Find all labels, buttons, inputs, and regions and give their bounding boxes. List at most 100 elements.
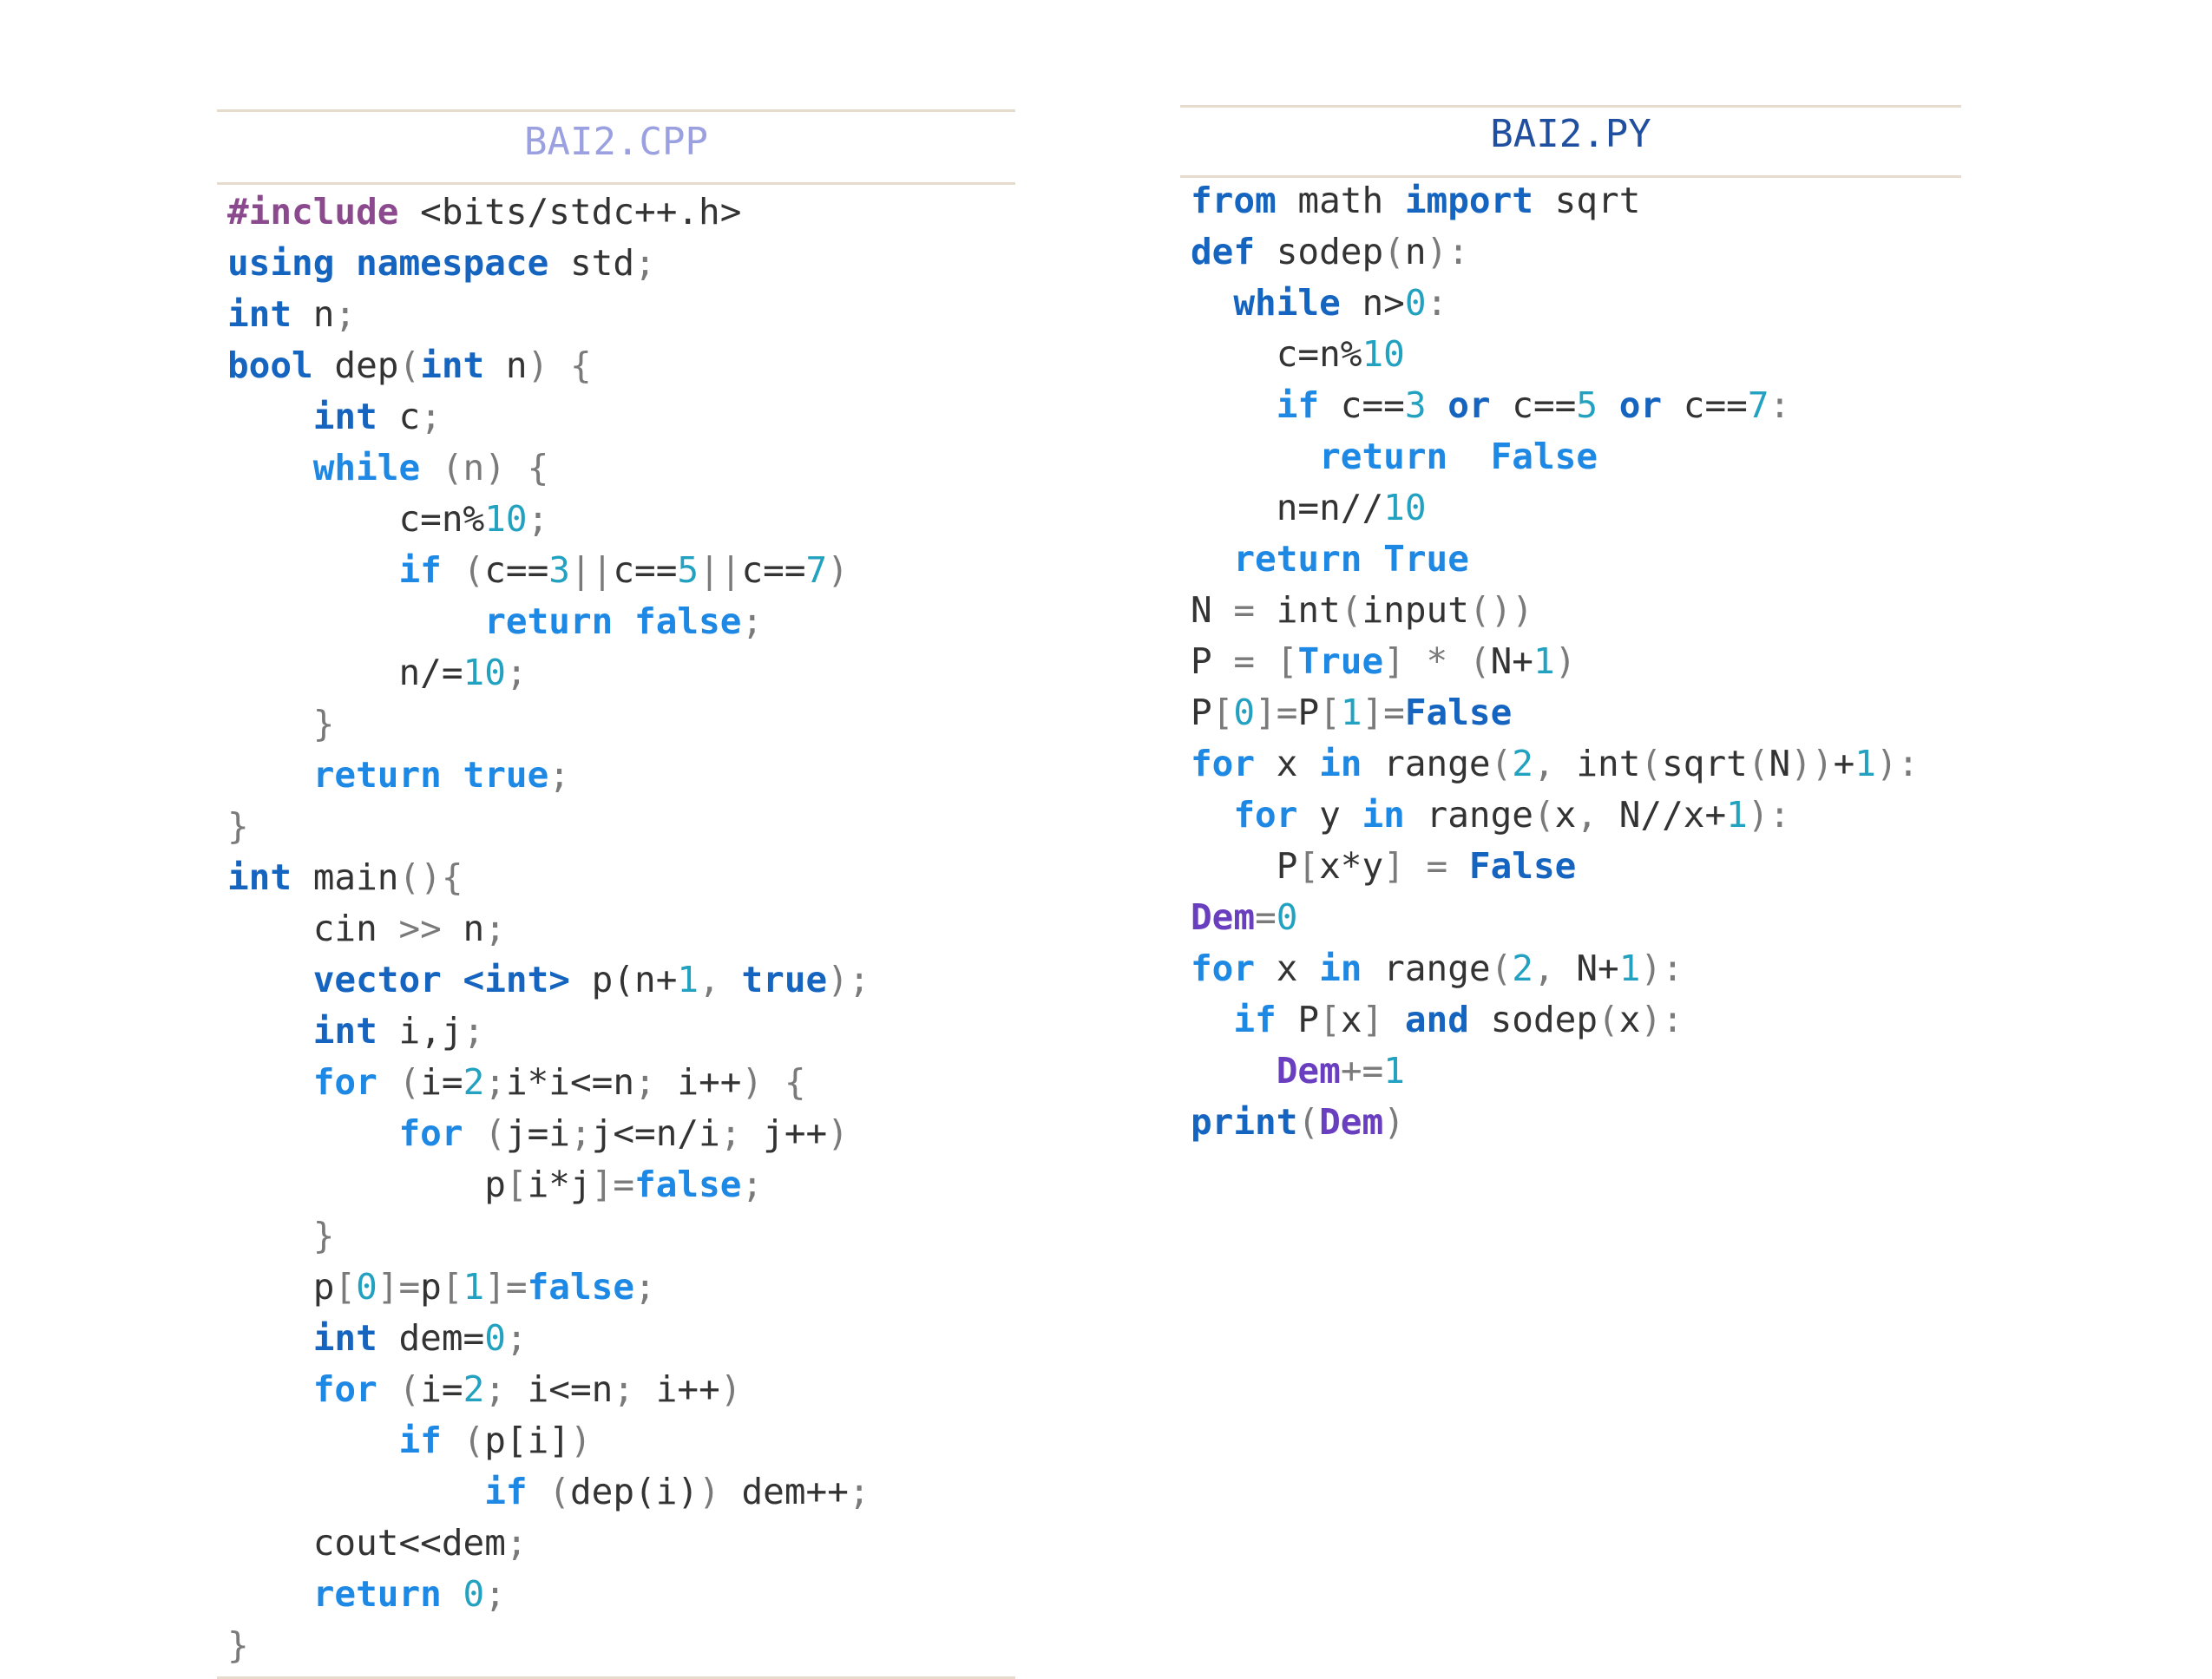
code-token: ( bbox=[1383, 231, 1405, 272]
code-token: , bbox=[1533, 743, 1577, 784]
code-token: ) bbox=[719, 1368, 742, 1410]
code-token bbox=[227, 1573, 313, 1615]
code-line: while n>0: bbox=[1191, 277, 1447, 329]
code-token: x bbox=[1340, 999, 1362, 1040]
cpp-file-title: BAI2.CPP bbox=[524, 120, 708, 164]
code-token: Dem bbox=[1191, 896, 1256, 938]
code-line: } bbox=[227, 1619, 249, 1671]
code-token: return bbox=[312, 754, 442, 796]
code-token: sqrt bbox=[1533, 180, 1641, 221]
code-token: vector bbox=[312, 959, 442, 1000]
code-token: } bbox=[227, 1624, 249, 1666]
code-token: return bbox=[1319, 436, 1448, 477]
code-token: cin bbox=[227, 908, 399, 949]
code-line: return false; bbox=[227, 595, 763, 647]
code-token: namespace bbox=[356, 242, 549, 284]
code-line: return False bbox=[1191, 430, 1598, 482]
code-token: if bbox=[398, 1420, 442, 1461]
code-token: : bbox=[1769, 384, 1791, 426]
code-token: 0 bbox=[1404, 282, 1427, 324]
code-token: p(n+ bbox=[569, 959, 678, 1000]
code-token: ( bbox=[1297, 1101, 1320, 1143]
code-token: True bbox=[1383, 538, 1469, 580]
code-token: 10 bbox=[463, 652, 506, 693]
code-token: || bbox=[569, 549, 614, 591]
code-token bbox=[442, 1573, 463, 1615]
code-token bbox=[1191, 999, 1233, 1040]
code-token: c== bbox=[741, 549, 806, 591]
code-token bbox=[227, 1112, 398, 1154]
code-line: int main(){ bbox=[227, 851, 463, 903]
code-token: ( bbox=[1640, 743, 1663, 784]
code-token: false bbox=[634, 1164, 742, 1205]
code-token bbox=[442, 754, 463, 796]
code-token: P bbox=[1191, 692, 1212, 733]
code-token: ; bbox=[741, 600, 764, 642]
code-line: def sodep(n): bbox=[1191, 226, 1469, 278]
code-token: c== bbox=[1662, 384, 1748, 426]
code-line: for (i=2;i*i<=n; i++) { bbox=[227, 1056, 806, 1108]
code-token: } bbox=[227, 703, 335, 744]
code-token: sodep bbox=[1255, 231, 1384, 272]
code-token bbox=[1191, 538, 1233, 580]
code-token bbox=[227, 1317, 313, 1359]
code-token: >> bbox=[398, 908, 442, 949]
code-token: ( bbox=[1490, 743, 1513, 784]
code-token: P bbox=[1191, 845, 1298, 887]
code-token: ; bbox=[741, 1164, 764, 1205]
code-token: return bbox=[484, 600, 614, 642]
code-token: 10 bbox=[484, 498, 528, 540]
code-token: ] * ( bbox=[1383, 640, 1491, 682]
code-line: cin >> n; bbox=[227, 902, 506, 954]
code-line: P[x*y] = False bbox=[1191, 840, 1577, 892]
code-token: ( bbox=[1747, 743, 1769, 784]
code-token: = bbox=[1233, 589, 1256, 631]
code-token: [ bbox=[1319, 999, 1341, 1040]
code-token: ; bbox=[719, 1112, 764, 1154]
code-line: if (dep(i)) dem++; bbox=[227, 1466, 870, 1518]
code-token: ]= bbox=[1362, 692, 1405, 733]
code-token: ; bbox=[848, 1471, 870, 1512]
code-token: j++ bbox=[763, 1112, 828, 1154]
code-token: def bbox=[1191, 231, 1256, 272]
code-line: n/=10; bbox=[227, 646, 527, 698]
code-token: n=n// bbox=[1191, 487, 1384, 528]
code-token: 0 bbox=[484, 1317, 506, 1359]
code-token: n> bbox=[1340, 282, 1405, 324]
code-token: ) { bbox=[527, 344, 592, 386]
code-token: #include bbox=[227, 191, 399, 233]
code-token: 1 bbox=[1383, 1050, 1405, 1092]
code-token: 0 bbox=[1233, 692, 1256, 733]
code-line: for x in range(2, N+1): bbox=[1191, 942, 1684, 994]
code-token: range bbox=[1362, 948, 1491, 989]
code-token: int bbox=[227, 293, 292, 335]
code-token: ; bbox=[420, 396, 442, 437]
code-token: j<=n/i bbox=[591, 1112, 720, 1154]
code-token bbox=[227, 549, 398, 591]
code-token: int bbox=[227, 856, 292, 898]
code-token: 5 bbox=[677, 549, 699, 591]
code-token: P bbox=[1297, 692, 1320, 733]
code-token: } bbox=[227, 805, 249, 847]
code-token: n bbox=[292, 293, 335, 335]
code-token: n bbox=[484, 344, 528, 386]
code-token: y bbox=[1297, 794, 1362, 836]
code-token: if bbox=[1233, 999, 1277, 1040]
code-token: ] = bbox=[1383, 845, 1469, 887]
code-token: 3 bbox=[548, 549, 570, 591]
code-token bbox=[442, 959, 463, 1000]
code-token: i,j bbox=[377, 1010, 463, 1052]
code-token: for bbox=[312, 1368, 377, 1410]
code-line: cout<<dem; bbox=[227, 1517, 528, 1569]
code-token: if bbox=[484, 1471, 528, 1512]
code-token: n/= bbox=[227, 652, 463, 693]
code-line: if P[x] and sodep(x): bbox=[1191, 994, 1683, 1046]
code-token bbox=[227, 959, 313, 1000]
code-token: i= bbox=[420, 1061, 463, 1103]
code-token: 0 bbox=[1276, 896, 1298, 938]
code-token: ; bbox=[484, 1368, 528, 1410]
code-token: ; bbox=[634, 1061, 678, 1103]
code-token: ( bbox=[441, 1420, 485, 1461]
code-token: or bbox=[1618, 384, 1663, 426]
code-token: , bbox=[1533, 948, 1577, 989]
